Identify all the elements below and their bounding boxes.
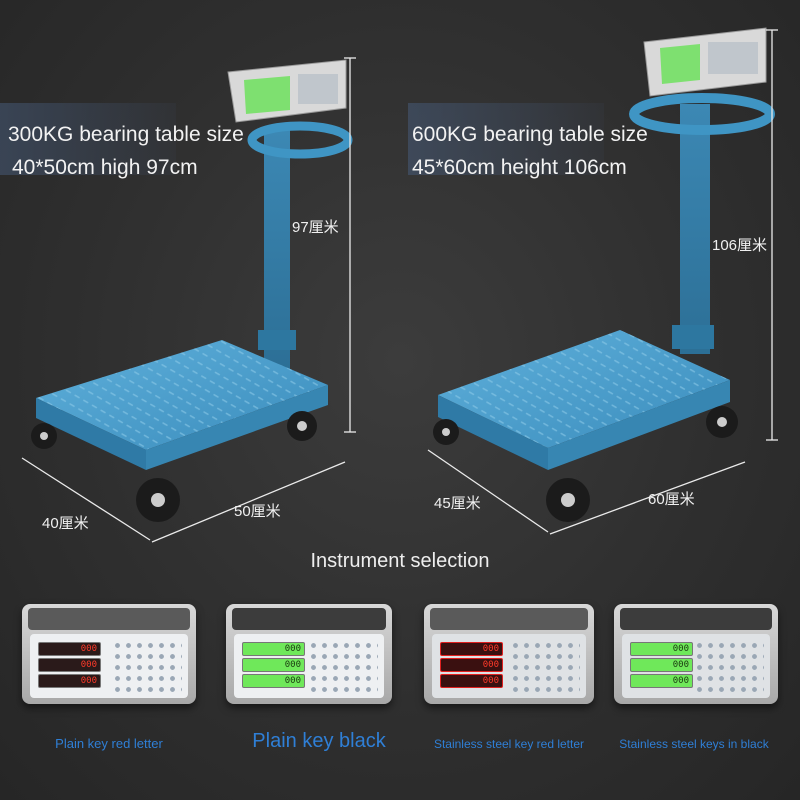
caption-plain-key-black: Plain key black bbox=[252, 730, 386, 752]
top-display-strip bbox=[430, 608, 588, 630]
product-illustration bbox=[21, 27, 778, 543]
right-height-dimension: 106厘米 bbox=[712, 237, 768, 254]
left-width-dimension: 50厘米 bbox=[234, 503, 281, 520]
instrument-plain-key-red[interactable]: 000 000 000 bbox=[22, 604, 196, 704]
top-display-strip bbox=[232, 608, 386, 630]
top-display-strip bbox=[620, 608, 772, 630]
instrument-plain-key-black[interactable]: 000 000 000 bbox=[226, 604, 392, 704]
right-handle bbox=[629, 93, 775, 135]
left-handle bbox=[247, 121, 353, 159]
red-display: 000 bbox=[440, 658, 503, 672]
green-display: 000 bbox=[630, 642, 693, 656]
top-display-strip bbox=[28, 608, 190, 630]
left-depth-dimension: 40厘米 bbox=[42, 515, 89, 532]
right-indicator bbox=[643, 27, 767, 97]
right-label-band bbox=[408, 103, 604, 175]
right-size-text: 45*60cm height 106cm bbox=[412, 156, 627, 179]
left-label-band bbox=[0, 103, 176, 175]
left-capacity-text: 300KG bearing table size bbox=[8, 123, 244, 146]
green-display: 000 bbox=[630, 674, 693, 688]
panel-face: 000 000 000 bbox=[622, 634, 770, 698]
red-display: 000 bbox=[38, 674, 101, 688]
caption-stainless-black: Stainless steel keys in black bbox=[619, 737, 769, 751]
red-display: 000 bbox=[38, 658, 101, 672]
panel-face: 000 000 000 bbox=[432, 634, 586, 698]
instrument-stainless-red[interactable]: 000 000 000 bbox=[424, 604, 594, 704]
instrument-stainless-black[interactable]: 000 000 000 bbox=[614, 604, 778, 704]
red-display: 000 bbox=[440, 642, 503, 656]
right-capacity-text: 600KG bearing table size bbox=[412, 123, 648, 146]
red-display: 000 bbox=[440, 674, 503, 688]
green-display: 000 bbox=[242, 658, 305, 672]
left-height-dimension: 97厘米 bbox=[292, 219, 339, 236]
caption-plain-key-red: Plain key red letter bbox=[55, 736, 163, 751]
left-indicator bbox=[227, 59, 347, 123]
left-scale bbox=[21, 57, 356, 543]
left-wheels bbox=[31, 411, 317, 522]
right-scale bbox=[427, 27, 778, 535]
panel-face: 000 000 000 bbox=[234, 634, 384, 698]
right-wheels bbox=[433, 406, 738, 522]
keypad bbox=[308, 640, 378, 694]
right-column bbox=[680, 104, 710, 354]
red-display: 000 bbox=[38, 642, 101, 656]
keypad bbox=[694, 640, 764, 694]
right-width-dimension: 60厘米 bbox=[648, 491, 695, 508]
right-dimension-lines bbox=[427, 29, 778, 535]
caption-stainless-red: Stainless steel key red letter bbox=[433, 737, 585, 751]
left-size-text: 40*50cm high 97cm bbox=[12, 156, 198, 179]
green-display: 000 bbox=[242, 674, 305, 688]
instrument-selection-title: Instrument selection bbox=[310, 550, 490, 572]
keypad bbox=[112, 640, 182, 694]
keypad bbox=[510, 640, 580, 694]
left-dimension-lines bbox=[21, 57, 356, 543]
right-depth-dimension: 45厘米 bbox=[434, 495, 481, 512]
green-display: 000 bbox=[630, 658, 693, 672]
green-display: 000 bbox=[242, 642, 305, 656]
panel-face: 000 000 000 bbox=[30, 634, 188, 698]
